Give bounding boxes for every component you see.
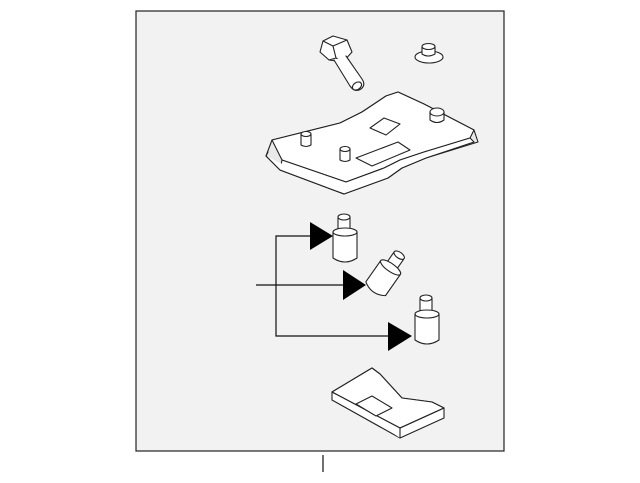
- lamp-housing-icon: [265, 91, 479, 195]
- housing-knob-icon: [429, 107, 445, 124]
- housing-stud-icon: [339, 145, 351, 163]
- arrow-icon: [310, 222, 333, 250]
- bulb-icon: [332, 213, 358, 263]
- bolt-icon: [319, 35, 365, 92]
- housing-stud-icon: [300, 130, 312, 148]
- arrow-icon: [343, 270, 366, 300]
- arrow-icon: [388, 322, 412, 351]
- lens-icon: [331, 367, 445, 439]
- bulb-icon: [414, 294, 440, 345]
- clip-icon: [414, 42, 444, 64]
- bulb-callout-bracket: [256, 222, 412, 351]
- bulb-icon: [365, 250, 405, 297]
